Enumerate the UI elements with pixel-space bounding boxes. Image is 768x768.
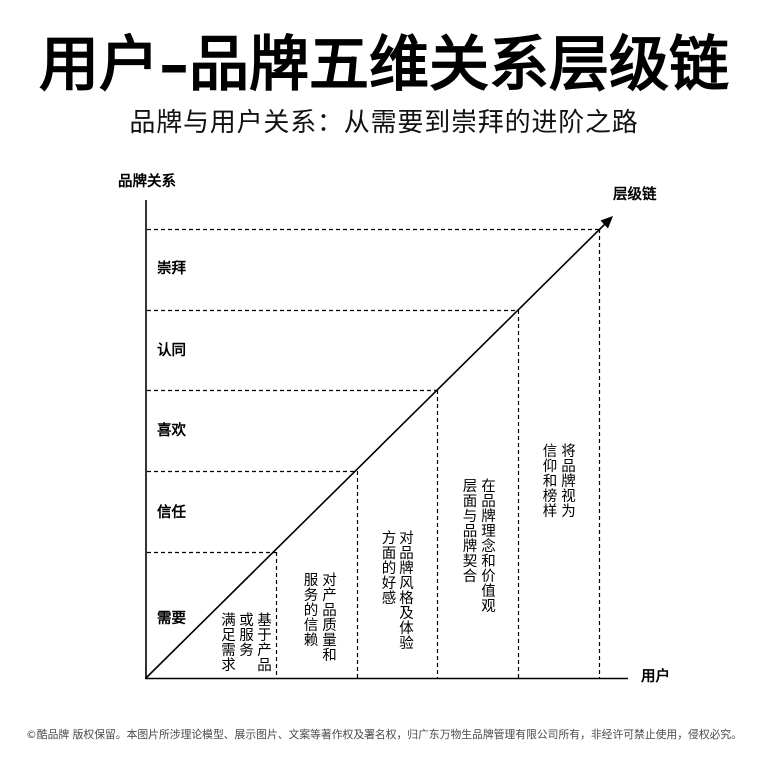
description-line: 方面的好感 (379, 530, 396, 605)
level-label-xihuan: 喜欢 (157, 423, 186, 439)
level-label-xinren: 信任 (157, 505, 186, 521)
level-description-xuyao: 基于产品 或服务 满足需求 (218, 612, 272, 672)
arrowhead-icon (600, 216, 613, 229)
page-subtitle: 品牌与用户关系：从需要到崇拜的进阶之路 (129, 108, 639, 138)
description-line: 对产品质量和 (320, 572, 336, 662)
description-line: 信仰和榜样 (540, 443, 557, 518)
description-line: 满足需求 (219, 612, 235, 672)
level-label-xuyao: 需要 (157, 611, 186, 627)
diagonal-arrow (145, 216, 613, 679)
description-line: 基于产品 (255, 612, 271, 672)
copyright-footer: ©酷品牌 版权保留。本图片所涉理论模型、展示图片、文案等著作权及署名权，归广东万… (25, 728, 743, 741)
horizontal-grid-lines (147, 228, 599, 554)
level-label-rentong: 认同 (157, 343, 186, 359)
level-description-chongbai: 将品牌视为 信仰和榜样 (539, 443, 576, 518)
level-description-rentong: 在品牌理念和价值观 层面与品牌契合 (459, 478, 496, 613)
level-description-xinren: 对产品质量和 服务的信赖 (300, 572, 337, 662)
description-line: 或服务 (237, 612, 253, 657)
y-axis-title: 品牌关系 (118, 174, 176, 190)
description-line: 对品牌风格及体验 (397, 530, 413, 650)
description-line: 在品牌理念和价值观 (479, 478, 495, 613)
description-line: 服务的信赖 (301, 572, 318, 647)
x-axis-title: 用户 (641, 669, 670, 685)
arrow-label: 层级链 (613, 187, 657, 203)
level-label-chongbai: 崇拜 (157, 261, 186, 277)
description-line: 层面与品牌契合 (460, 478, 477, 583)
vertical-grid-lines (275, 229, 601, 678)
diagonal-arrow-line (145, 223, 606, 679)
level-description-xihuan: 对品牌风格及体验 方面的好感 (378, 530, 414, 650)
page-title: 用户–品牌五维关系层级链 (39, 30, 729, 100)
description-line: 将品牌视为 (559, 443, 575, 518)
